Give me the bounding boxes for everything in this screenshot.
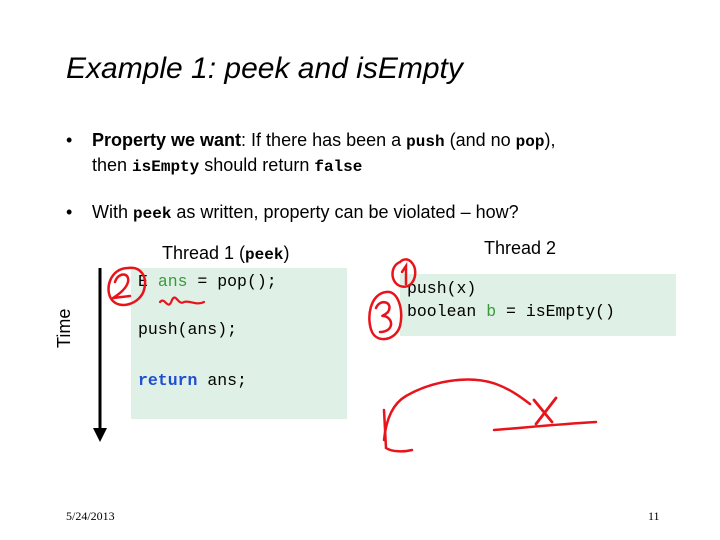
x-mark [532,396,558,426]
thread1-line-1: E ans = pop(); [138,272,277,291]
handwritten-3 [368,290,403,341]
keyword-return: return [138,371,198,390]
code-peek: peek [245,246,284,264]
x-underline [492,420,598,432]
arc-tail [382,408,414,453]
thread1-label: Thread 1 (peek) [162,243,289,264]
text: With [92,202,134,222]
code-push: push [406,133,445,151]
code-isempty: isEmpty [132,158,200,176]
bullet-dot: • [66,130,73,150]
code-false: false [314,158,363,176]
thread2-line-1: push(x) [407,279,477,298]
var-ans: ans [157,272,188,291]
text: ans; [197,371,247,390]
text: as written, property can be violated – h… [171,202,519,222]
handwritten-2 [107,266,147,307]
thread1-line-3: return ans; [138,371,247,390]
bullet-property: • Property we want: If there has been a … [66,128,666,180]
arc-stroke [382,378,532,442]
page-number: 11 [648,509,660,523]
slide-title: Example 1: peek and isEmpty [66,52,463,85]
text: Thread 1 ( [162,243,246,263]
handwritten-1 [391,258,417,288]
bullet-line-2: then isEmpty should return false [92,153,362,180]
text: E [138,272,158,291]
thread2-line-2: boolean b = isEmpty() [407,302,615,321]
bullet-line-1: Property we want: If there has been a pu… [92,128,555,155]
bullet-line: With peek as written, property can be vi… [92,200,519,227]
text: ), [544,130,556,150]
thread2-code-box [400,274,676,336]
bullet-dot: • [66,202,73,222]
thread1-line-2: push(ans); [138,320,238,339]
code-peek: peek [133,205,172,223]
var-b: b [486,302,497,321]
text: = pop(); [187,272,277,291]
text: = isEmpty() [496,302,615,321]
time-arrow [93,268,107,442]
squiggle-underline [158,296,206,306]
text: : If there has been a [241,130,407,150]
property-label: Property we want [92,130,242,150]
text: should return [199,155,315,175]
text: then [92,155,133,175]
code-pop: pop [515,133,545,151]
bullet-violation: • With peek as written, property can be … [66,200,666,226]
text: boolean [407,302,487,321]
text: (and no [444,130,516,150]
thread2-label: Thread 2 [484,238,557,258]
footer-date: 5/24/2013 [66,509,115,523]
text: ) [283,243,290,263]
thread1-code-box [131,268,347,419]
